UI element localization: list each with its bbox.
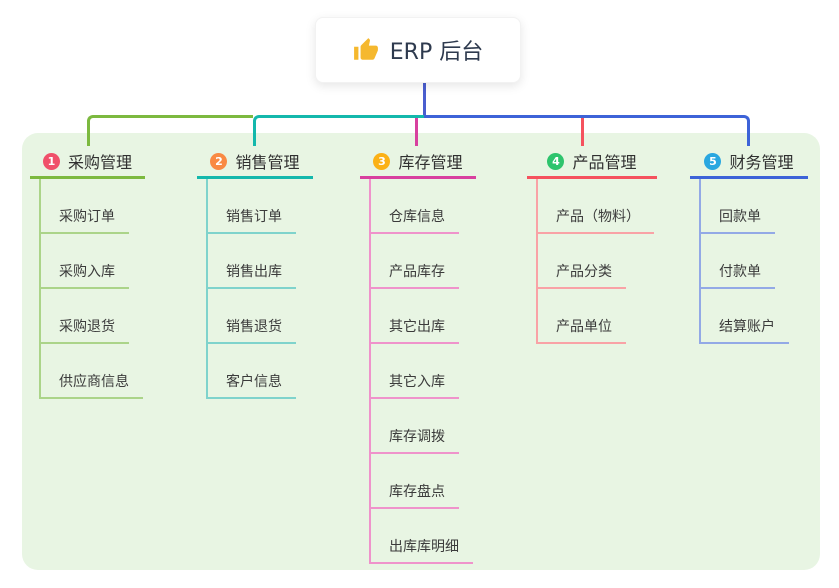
connector-bus-purchase <box>87 115 253 146</box>
thumbs-up-icon <box>353 38 378 60</box>
child-label: 回款单 <box>719 209 761 225</box>
child-node[interactable]: 结算账户 <box>701 289 789 344</box>
child-label: 产品分类 <box>556 264 612 280</box>
child-node[interactable]: 库存盘点 <box>371 454 459 509</box>
branch-badge-2: 2 <box>210 152 228 170</box>
branch-children-inventory: 仓库信息 产品库存 其它出库 其它入库 库存调拨 库存盘点 出库库明细 <box>369 179 473 564</box>
branch-label: 库存管理 <box>398 153 463 172</box>
child-label: 采购入库 <box>59 264 115 280</box>
branch-children-sales: 销售订单 销售出库 销售退货 客户信息 <box>206 179 296 399</box>
branch-badge-1: 1 <box>42 152 60 170</box>
child-node[interactable]: 回款单 <box>701 179 775 234</box>
branch-badge-3: 3 <box>373 152 391 170</box>
child-node[interactable]: 销售出库 <box>208 234 296 289</box>
child-node[interactable]: 客户信息 <box>208 344 296 399</box>
root-node[interactable]: ERP 后台 <box>315 17 521 83</box>
branch-title-finance[interactable]: 5 财务管理 <box>690 146 808 179</box>
connector-drop-product <box>581 118 584 146</box>
child-node[interactable]: 产品（物料） <box>538 179 654 234</box>
child-label: 其它出库 <box>389 319 445 335</box>
child-label: 结算账户 <box>719 319 775 335</box>
branch-title-product[interactable]: 4 产品管理 <box>527 146 657 179</box>
child-node[interactable]: 仓库信息 <box>371 179 459 234</box>
child-node[interactable]: 付款单 <box>701 234 775 289</box>
branch-label: 产品管理 <box>572 153 637 172</box>
child-node[interactable]: 销售退货 <box>208 289 296 344</box>
branch-badge-4: 4 <box>547 152 565 170</box>
child-node[interactable]: 采购订单 <box>41 179 129 234</box>
branch-children-purchase: 采购订单 采购入库 采购退货 供应商信息 <box>39 179 143 399</box>
child-label: 付款单 <box>719 264 761 280</box>
connector-bus-sales <box>253 115 424 146</box>
child-label: 供应商信息 <box>59 374 129 390</box>
branch-children-finance: 回款单 付款单 结算账户 <box>699 179 789 344</box>
connector-bus-finance <box>424 115 750 146</box>
child-node[interactable]: 出库库明细 <box>371 509 473 564</box>
branch-title-purchase[interactable]: 1 采购管理 <box>30 146 145 179</box>
connector-root-drop <box>423 83 426 115</box>
branch-label: 财务管理 <box>729 153 794 172</box>
child-node[interactable]: 产品单位 <box>538 289 626 344</box>
child-node[interactable]: 销售订单 <box>208 179 296 234</box>
child-node[interactable]: 采购入库 <box>41 234 129 289</box>
child-label: 产品（物料） <box>556 209 640 225</box>
child-label: 产品单位 <box>556 319 612 335</box>
branch-label: 销售管理 <box>235 153 300 172</box>
child-node[interactable]: 产品分类 <box>538 234 626 289</box>
child-node[interactable]: 其它出库 <box>371 289 459 344</box>
child-label: 出库库明细 <box>389 539 459 555</box>
branch-title-inventory[interactable]: 3 库存管理 <box>360 146 476 179</box>
child-label: 销售订单 <box>226 209 282 225</box>
child-label: 仓库信息 <box>389 209 445 225</box>
child-node[interactable]: 产品库存 <box>371 234 459 289</box>
child-label: 库存盘点 <box>389 484 445 500</box>
child-label: 产品库存 <box>389 264 445 280</box>
child-node[interactable]: 库存调拨 <box>371 399 459 454</box>
root-title: ERP 后台 <box>389 40 484 65</box>
child-node[interactable]: 其它入库 <box>371 344 459 399</box>
child-label: 采购退货 <box>59 319 115 335</box>
branch-title-sales[interactable]: 2 销售管理 <box>197 146 313 179</box>
child-node[interactable]: 采购退货 <box>41 289 129 344</box>
child-label: 销售出库 <box>226 264 282 280</box>
child-node[interactable]: 供应商信息 <box>41 344 143 399</box>
branch-label: 采购管理 <box>67 153 132 172</box>
child-label: 采购订单 <box>59 209 115 225</box>
mindmap-panel <box>22 133 820 570</box>
child-label: 库存调拨 <box>389 429 445 445</box>
branch-badge-5: 5 <box>704 152 722 170</box>
branch-children-product: 产品（物料） 产品分类 产品单位 <box>536 179 654 344</box>
child-label: 其它入库 <box>389 374 445 390</box>
connector-drop-inventory <box>415 118 418 146</box>
child-label: 销售退货 <box>226 319 282 335</box>
child-label: 客户信息 <box>226 374 282 390</box>
